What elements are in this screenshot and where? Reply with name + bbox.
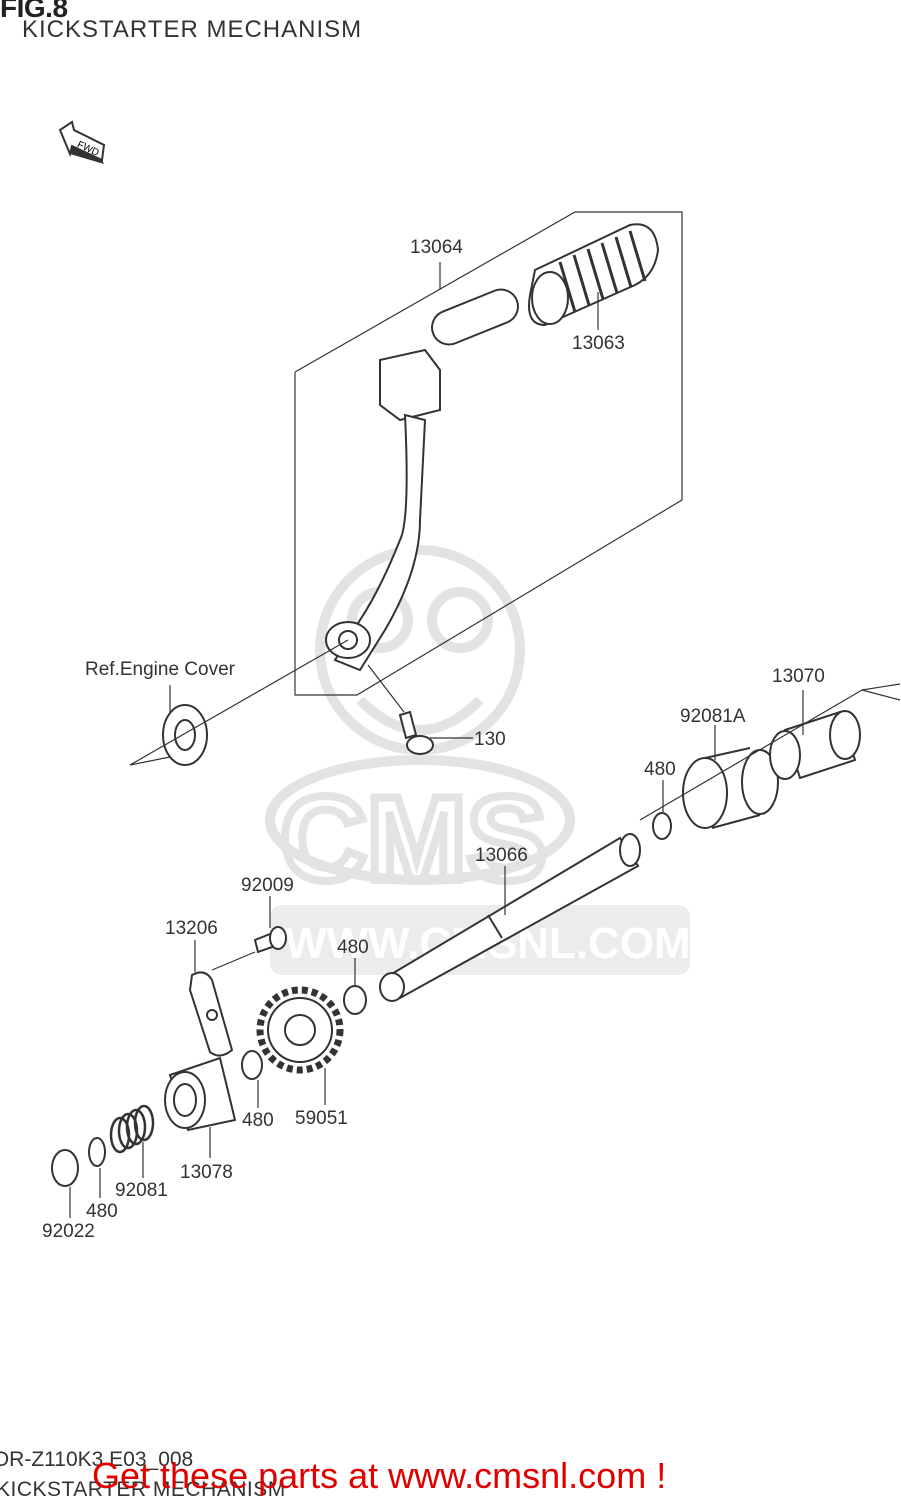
fwd-arrow-icon: FWD bbox=[58, 120, 106, 164]
part-label-13064[interactable]: 13064 bbox=[410, 237, 463, 258]
ratchet-guide-13206 bbox=[188, 971, 234, 1057]
bolt-92009 bbox=[253, 926, 287, 954]
part-label-59051[interactable]: 59051 bbox=[295, 1108, 348, 1129]
circlip-480-a bbox=[652, 812, 672, 840]
part-label-130[interactable]: 130 bbox=[474, 729, 506, 750]
spring-92081 bbox=[109, 1104, 155, 1154]
circlip-480-c bbox=[241, 1050, 263, 1080]
part-label-92022[interactable]: 92022 bbox=[42, 1221, 95, 1242]
figure-label: FIG.8 bbox=[0, 0, 68, 23]
leader-lines bbox=[69, 262, 804, 1218]
part-label-92081[interactable]: 92081 bbox=[115, 1180, 168, 1201]
assembly-lines bbox=[129, 639, 901, 971]
part-label-13206[interactable]: 13206 bbox=[165, 918, 218, 939]
spring-92081a bbox=[682, 747, 779, 829]
washer-92022 bbox=[51, 1149, 79, 1187]
part-label-92081a[interactable]: 92081A bbox=[680, 706, 746, 727]
circlip-480-d bbox=[88, 1137, 106, 1167]
part-label-13066[interactable]: 13066 bbox=[475, 845, 528, 866]
kick-lever-group-outline bbox=[294, 211, 683, 696]
gear-59051 bbox=[256, 986, 344, 1074]
promo-link[interactable]: Get these parts at www.cmsnl.com ! bbox=[92, 1455, 667, 1496]
part-label-ref-engine-cover: Ref.Engine Cover bbox=[85, 659, 235, 680]
diagram-subtitle: KICKSTARTER MECHANISM bbox=[0, 1478, 286, 1501]
part-label-480-b[interactable]: 480 bbox=[337, 937, 369, 958]
part-label-13078[interactable]: 13078 bbox=[180, 1162, 233, 1183]
engine-cover-seal bbox=[162, 704, 208, 766]
watermark-cms: CMS bbox=[280, 772, 547, 906]
kick-grip bbox=[528, 223, 660, 327]
part-label-480-d[interactable]: 480 bbox=[86, 1201, 118, 1222]
diagram-code: DR-Z110K3 E03_008 bbox=[0, 1448, 194, 1471]
part-label-13070[interactable]: 13070 bbox=[772, 666, 825, 687]
part-label-92009[interactable]: 92009 bbox=[241, 875, 294, 896]
ratchet-13078 bbox=[164, 1056, 237, 1132]
part-label-480-a[interactable]: 480 bbox=[644, 759, 676, 780]
bolt-130 bbox=[398, 710, 434, 755]
part-label-480-c[interactable]: 480 bbox=[242, 1110, 274, 1131]
diagram-title: KICKSTARTER MECHANISM bbox=[22, 16, 363, 43]
circlip-480-b bbox=[343, 985, 367, 1015]
guide-13070 bbox=[769, 710, 861, 780]
kick-shaft bbox=[379, 833, 641, 1002]
part-label-13063[interactable]: 13063 bbox=[572, 333, 625, 354]
kick-lever bbox=[325, 288, 519, 672]
